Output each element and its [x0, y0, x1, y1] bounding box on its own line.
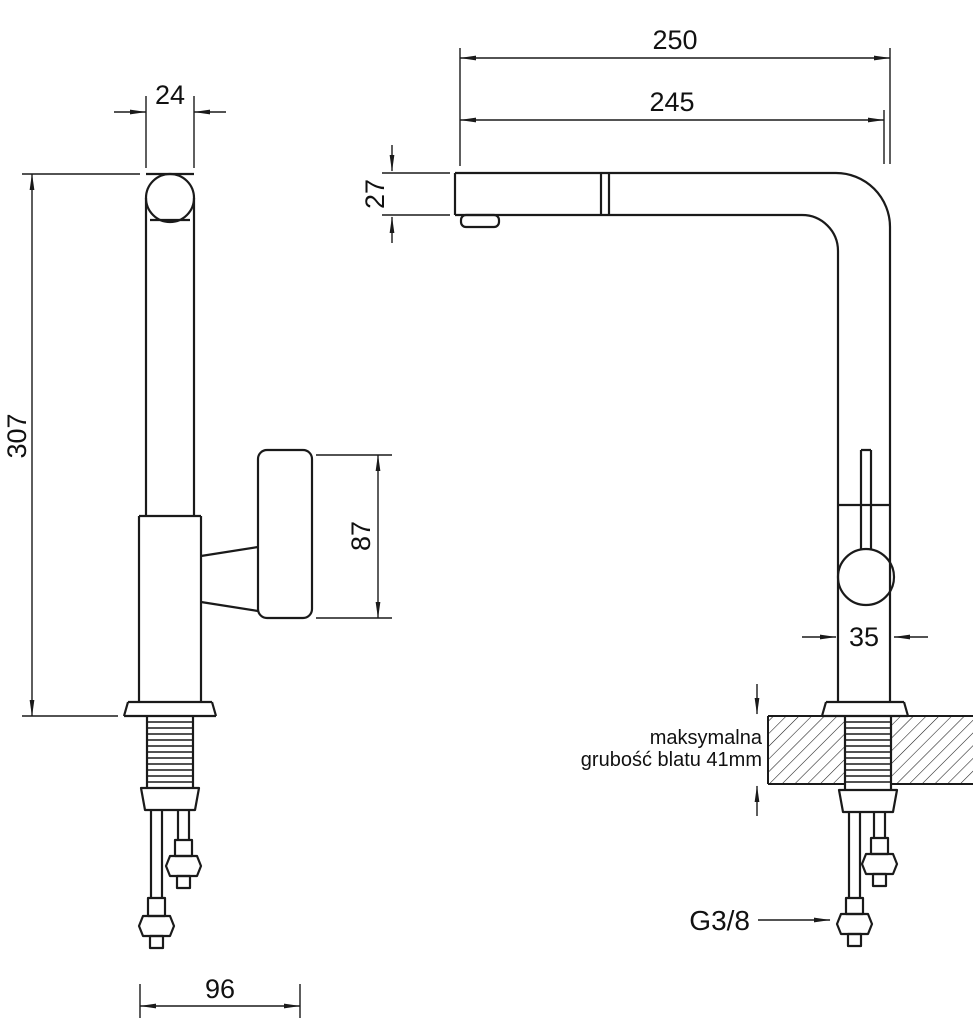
spout-outer-edge: [455, 171, 892, 702]
faucet-front-view: [453, 171, 910, 814]
spout-joint-circle: [144, 172, 196, 224]
threaded-shank-front: [845, 721, 891, 783]
faucet-side-view: [122, 172, 314, 812]
hose-hex-fitting: [835, 912, 874, 936]
dim-overall-width-label: 250: [652, 25, 697, 55]
countertop-section: [767, 715, 973, 785]
dim-top-width-label: 24: [155, 80, 185, 110]
dimension-top-width-24: [114, 96, 226, 168]
dim-spout-height-label: 27: [360, 179, 390, 209]
handle-lever-front: [859, 448, 873, 549]
supply-hoses-side: [137, 810, 203, 950]
aerator-outlet: [459, 213, 501, 229]
dim-base-depth-label: 96: [205, 974, 235, 1004]
hose-hex-fitting: [860, 852, 899, 876]
dim-handle-length-label: 87: [346, 521, 376, 551]
countertop-hatch-left: [769, 717, 844, 783]
counter-note-line2: grubość blatu 41mm: [581, 749, 762, 771]
hose-hex-fitting: [164, 854, 203, 878]
counter-note-line1: maksymalna: [650, 727, 763, 749]
mounting-nut-side: [139, 786, 201, 812]
thread-size-label: G3/8: [689, 905, 750, 936]
dimension-overall-width-250: [459, 48, 891, 166]
dimension-spout-height-27: [382, 145, 450, 243]
hose-hex-fitting: [137, 914, 176, 938]
countertop-hatch-right: [892, 717, 973, 783]
supply-hoses-front: [835, 812, 899, 948]
dimension-spout-reach-245: [459, 110, 885, 164]
dim-spout-reach-label: 245: [649, 87, 694, 117]
mounting-nut-front: [837, 788, 899, 814]
mounting-flange-front: [820, 700, 910, 718]
handle-lever-side: [256, 448, 314, 620]
threaded-shank-side: [147, 721, 193, 783]
dimension-handle-length-87: [316, 454, 392, 619]
spout-inner-edge: [455, 213, 840, 702]
dimension-labels: 24 307 87 96 250 245 27 35 maksymalna gr…: [2, 25, 879, 1004]
dimension-base-depth-96: [139, 984, 301, 1018]
dimension-total-height-307: [22, 173, 140, 717]
mounting-flange-side: [122, 700, 218, 718]
dim-total-height-label: 307: [2, 413, 32, 458]
dim-body-width-label: 35: [849, 622, 879, 652]
mixer-ball: [836, 547, 896, 607]
